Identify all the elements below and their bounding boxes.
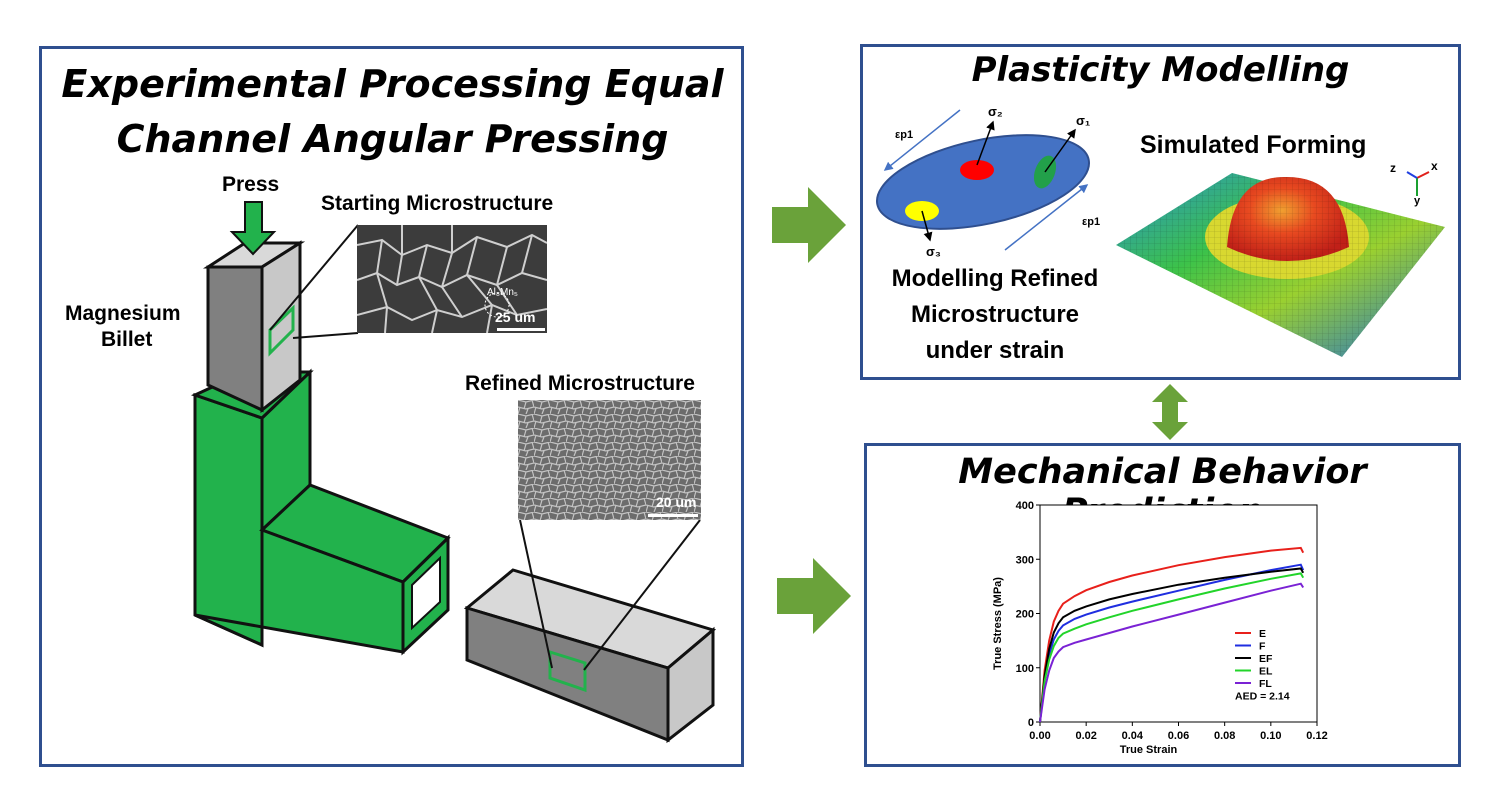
sigma3-label: σ₃ xyxy=(926,244,941,259)
refined-scale-label: 20 um xyxy=(656,494,697,510)
ecap-title-line2: Channel Angular Pressing xyxy=(116,117,669,161)
x-tick-label: 0.00 xyxy=(1029,730,1050,742)
sigma2-grain xyxy=(960,160,994,180)
y-tick-label: 100 xyxy=(1016,663,1034,675)
arrow-to-plasticity xyxy=(772,187,846,263)
sigma2-arrow xyxy=(976,120,995,166)
plasticity-title: Plasticity Modelling xyxy=(971,50,1350,90)
legend-label-e: E xyxy=(1259,628,1266,640)
strain-label-right: εp1 xyxy=(1082,216,1101,228)
starting-scale-label: 25 um xyxy=(495,309,536,325)
legend-label-fl: FL xyxy=(1259,678,1272,690)
refined-microstructure-label: Refined Microstructure xyxy=(465,372,695,395)
y-tick-label: 200 xyxy=(1016,609,1034,621)
billet-label-line1: Magnesium xyxy=(65,302,181,325)
simulated-forming-mesh xyxy=(1116,173,1445,357)
plasticity-ellipse-diagram xyxy=(875,109,1091,251)
sigma1-label: σ₁ xyxy=(1076,113,1091,128)
callout-line-start-2 xyxy=(292,332,359,339)
sigma2-label: σ₂ xyxy=(988,104,1003,119)
double-arrow-vertical xyxy=(1152,384,1188,440)
billet-front xyxy=(206,265,264,413)
billet-label-line2: Billet xyxy=(101,328,153,351)
refined-micrograph: 20 um xyxy=(518,400,701,520)
axis-triad xyxy=(1406,171,1430,196)
ecap-die-drawing xyxy=(190,201,717,744)
simulated-forming-label: Simulated Forming xyxy=(1140,131,1367,159)
y-tick-label: 300 xyxy=(1016,554,1034,566)
modelling-label-line2: Microstructure xyxy=(910,301,1080,328)
series-line-fl xyxy=(1039,582,1305,723)
legend-label-el: EL xyxy=(1259,666,1273,678)
y-axis-label: True Stress (MPa) xyxy=(992,577,1004,670)
x-tick-label: 0.02 xyxy=(1075,730,1096,742)
plot-frame xyxy=(1039,504,1318,723)
chart-annotation: AED = 2.14 xyxy=(1235,691,1290,703)
x-tick-label: 0.12 xyxy=(1306,730,1327,742)
x-tick-label: 0.06 xyxy=(1168,730,1189,742)
starting-micrograph: Al₈Mn₅ 25 um xyxy=(357,225,547,333)
strain-arrow-left xyxy=(883,109,961,171)
series-line-e xyxy=(1039,546,1305,723)
axis-x-label: x xyxy=(1431,159,1438,173)
callout-line-refined-1 xyxy=(519,519,553,669)
series-line-ef xyxy=(1039,567,1305,723)
refined-billet-end xyxy=(666,626,715,744)
ecap-title-line1: Experimental Processing Equal xyxy=(61,62,724,106)
starting-grain-pattern xyxy=(357,225,547,333)
press-arrow xyxy=(229,201,277,256)
sigma1-arrow xyxy=(1044,128,1076,173)
modelling-label-line3: under strain xyxy=(925,337,1065,364)
starting-microstructure-label: Starting Microstructure xyxy=(321,192,554,215)
y-tick-label: 400 xyxy=(1016,500,1034,512)
strain-label-left: εp1 xyxy=(895,129,914,141)
modelling-label-line1: Modelling Refined xyxy=(891,265,1099,292)
x-tick-label: 0.10 xyxy=(1260,730,1281,742)
callout-line-refined-2 xyxy=(583,519,701,671)
refined-highlight xyxy=(548,649,587,693)
die-horizontal-front xyxy=(194,527,405,654)
strain-arrow-right xyxy=(1004,184,1089,251)
x-tick-label: 0.04 xyxy=(1122,730,1144,742)
series-line-el xyxy=(1039,572,1305,723)
press-label: Press xyxy=(222,173,280,196)
die-channel-opening xyxy=(411,555,441,631)
axis-y-label: y xyxy=(1414,195,1421,207)
legend-label-f: F xyxy=(1259,641,1266,653)
x-tick-label: 0.08 xyxy=(1214,730,1235,742)
starting-annotation: Al₈Mn₅ xyxy=(487,287,518,298)
arrow-to-mechanical xyxy=(777,558,851,634)
billet-side xyxy=(260,240,302,414)
refined-grain-pattern xyxy=(518,400,701,520)
billet-highlight xyxy=(268,304,295,357)
x-axis-label: True Strain xyxy=(1120,744,1178,756)
axis-z-label: z xyxy=(1390,161,1396,175)
sigma3-arrow xyxy=(921,210,933,242)
y-tick-label: 0 xyxy=(1028,717,1034,729)
legend-label-ef: EF xyxy=(1259,653,1273,665)
callout-line-start-1 xyxy=(269,224,359,331)
stress-strain-chart: 0.00 0.02 0.04 0.06 0.08 0.10 0.12 0 100 200 300 40… xyxy=(992,500,1328,756)
die-vertical-front xyxy=(193,392,264,648)
